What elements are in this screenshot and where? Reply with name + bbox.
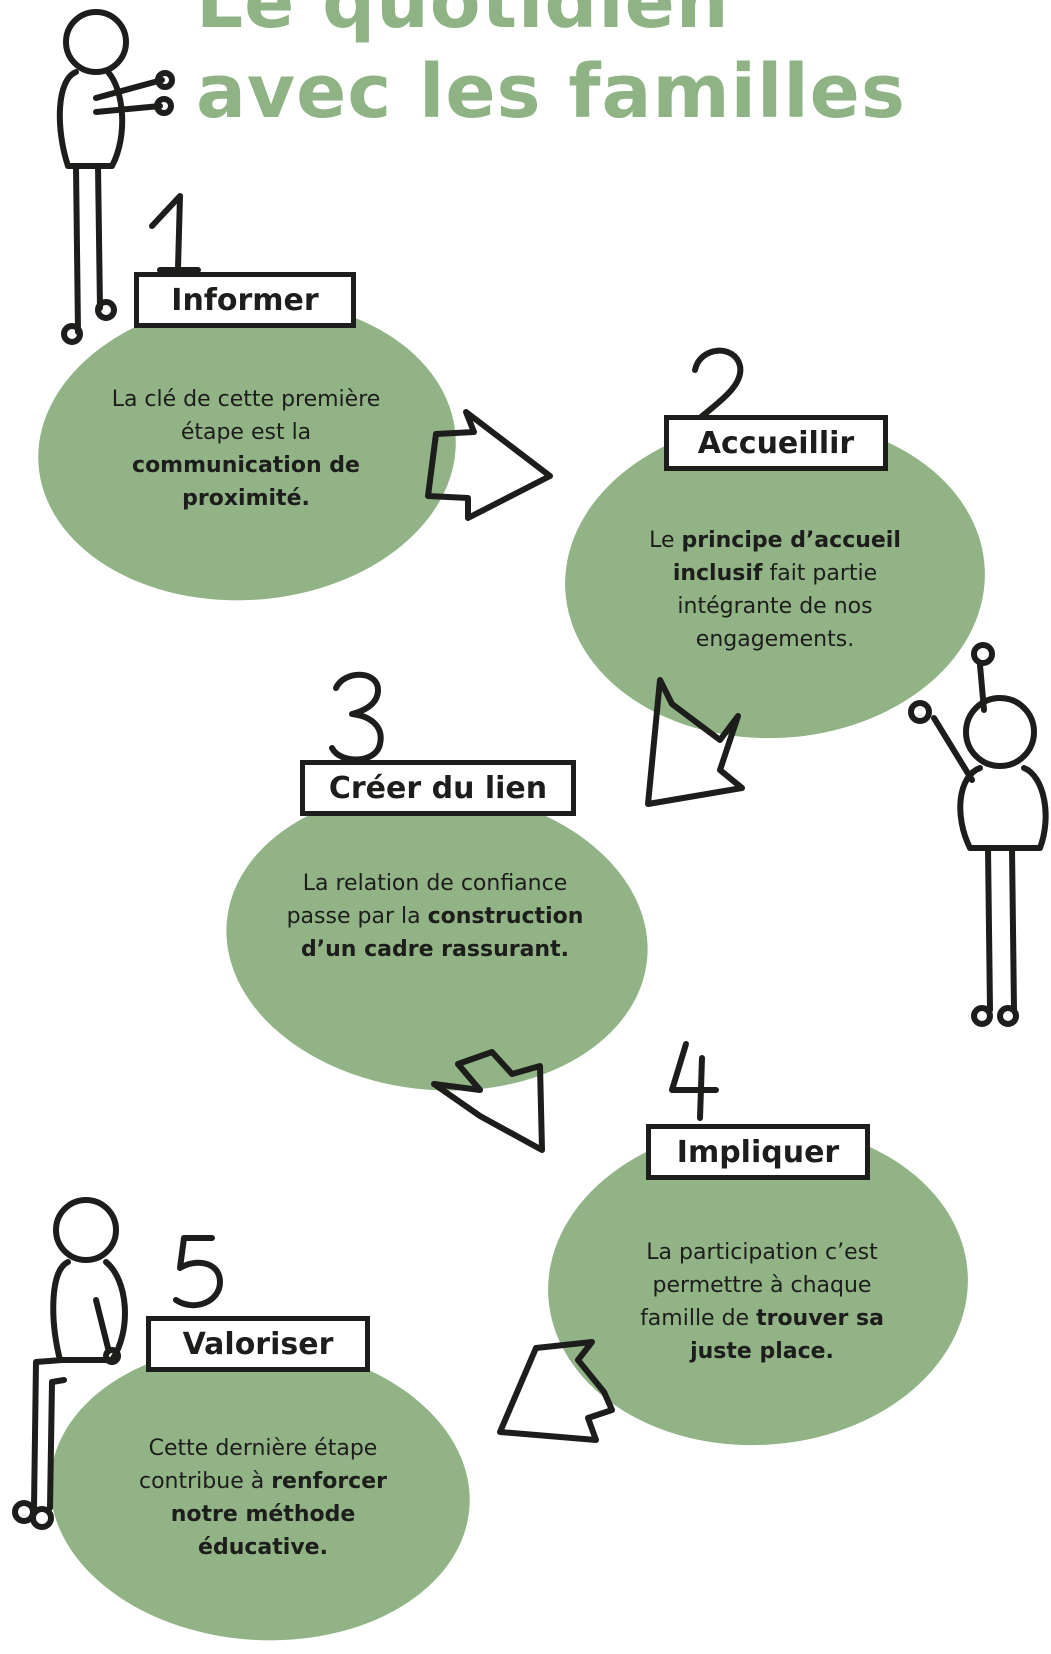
step-4-text-run: La participation c’est permettre à chaqu… [640, 1240, 878, 1331]
step-1-text-run: communication de proximité. [132, 453, 360, 511]
step-number-2 [692, 347, 749, 421]
stick-figure-right [908, 642, 1049, 1027]
step-5-label: Valoriser [146, 1316, 370, 1372]
step-1-label: Informer [134, 272, 356, 328]
step-3-label: Créer du lien [300, 760, 576, 816]
step-1-text-run: La clé de cette [111, 387, 282, 412]
title-line-2: avec les familles [196, 49, 906, 135]
title-line-1: Le quotidien [196, 0, 730, 45]
step-2-text: Le principe d’accueil inclusif fait part… [630, 524, 920, 656]
step-2-text-run: fait partie intégrante de nos engagement… [677, 561, 878, 652]
step-1-text: La clé de cette première étape est la co… [96, 383, 396, 515]
step-3-text: La relation de confiance passe par la co… [282, 867, 588, 966]
step-5-text-run: éducative. [198, 1535, 328, 1560]
step-number-5 [173, 1235, 223, 1309]
step-2-text-run: principe d’accueil inclusif [672, 528, 901, 586]
step-5-text: Cette dernière étape contribue à renforc… [110, 1432, 416, 1564]
step-number-3 [329, 671, 384, 763]
step-2-label: Accueillir [664, 415, 888, 471]
step-number-1 [149, 193, 201, 273]
step-5-text-run: Cette dernière étape contribue à [139, 1436, 378, 1494]
step-5-text-run: renforcer notre méthode [170, 1469, 387, 1527]
step-4-text: La participation c’est permettre à chaqu… [612, 1236, 912, 1368]
step-2-text-run: Le [649, 528, 682, 553]
step-3-text-run: La relation de confiance passe par la [286, 871, 568, 929]
step-3-text-run: construction d’un cadre rassurant. [301, 904, 584, 962]
step-4-label: Impliquer [646, 1124, 870, 1180]
step-number-4 [669, 1041, 719, 1121]
step-4-text-run: trouver sa juste place. [690, 1306, 884, 1364]
step-1-text-run: première étape est la [180, 387, 381, 445]
